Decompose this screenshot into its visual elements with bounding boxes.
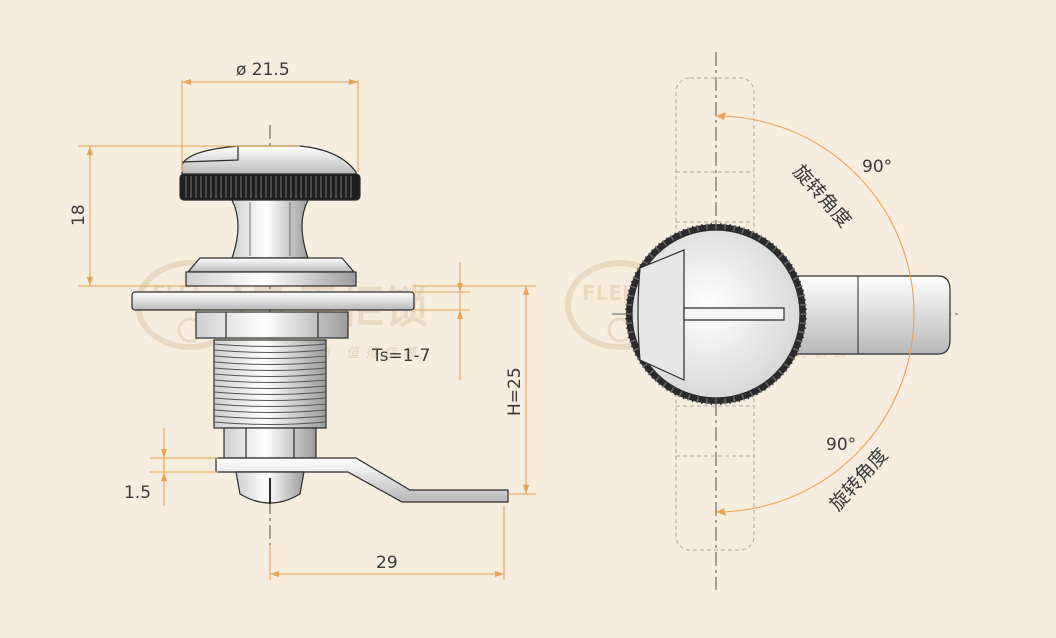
dial-teeth <box>625 223 807 405</box>
watermark-logo-text-2: FLEI <box>582 281 630 305</box>
length-label: 29 <box>376 553 398 573</box>
head-height-label: 18 <box>69 204 89 226</box>
diameter-label: ø 21.5 <box>236 60 290 80</box>
dimension-lines-left <box>78 79 536 580</box>
thickness-label: Ts=1-7 <box>371 346 430 366</box>
lock-front-view <box>612 52 960 590</box>
top-rotation-label: 旋转角度 <box>788 161 855 232</box>
thread-lines <box>213 343 327 425</box>
flange-label: 1.5 <box>124 483 151 503</box>
bottom-angle-label: 90° <box>826 435 856 455</box>
total-height-label: H=25 <box>505 367 525 416</box>
lock-side-view <box>131 125 509 545</box>
knurl-ridges <box>185 176 352 198</box>
rotation-arc <box>715 112 915 516</box>
top-angle-label: 90° <box>862 157 892 177</box>
